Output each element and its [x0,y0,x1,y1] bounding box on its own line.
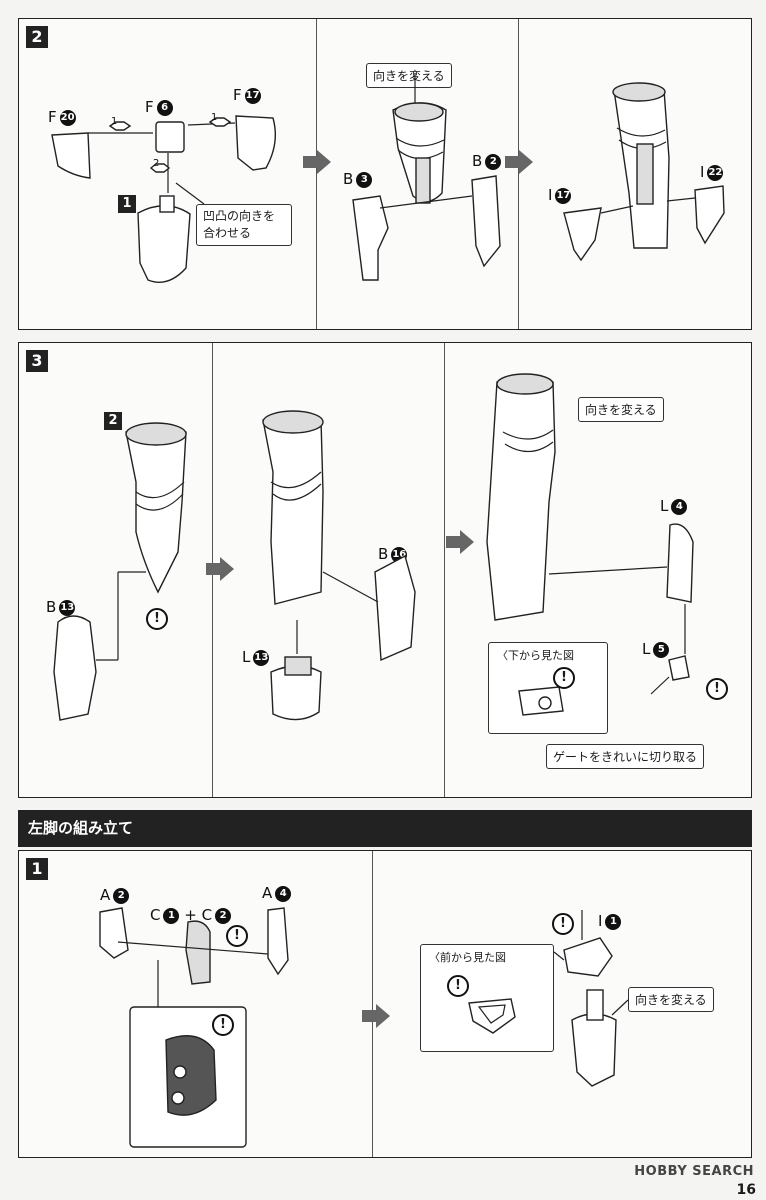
sub-step-2: 2 [104,412,122,430]
left-leg-step1-number: 1 [26,858,48,880]
step3-divider-2 [444,343,445,797]
left-leg-col1-drawing [99,907,289,1148]
note-align-bumps: 凹凸の向きを合わせる [196,204,292,246]
order-marker-1: 1 [111,116,118,127]
left-leg-col2-drawing [553,910,629,1087]
warning-icon: ! [146,608,168,630]
section-title: 左脚の組み立て [18,810,752,847]
left-leg-divider [372,851,373,1157]
watermark: HOBBY SEARCH [634,1164,754,1179]
order-marker-2: 2 [153,158,160,169]
warning-icon: ! [212,1014,234,1036]
step2-col1-drawing [51,115,276,283]
step2-col2-drawing [352,73,501,281]
sub-step-1: 1 [118,195,136,213]
page-number: 16 [736,1182,756,1198]
warning-icon: ! [553,667,575,689]
step3-col3-drawing [486,373,694,695]
warning-icon: ! [447,975,469,997]
inset-bottom-view-title: 〈下から見た図 [497,649,574,662]
inset-front-view: 〈前から見た図 ! [420,944,554,1052]
step3-col2-drawing [262,410,416,721]
step2-divider-2 [518,19,519,329]
inset-front-view-title: 〈前から見た図 [429,951,506,964]
step2-number: 2 [26,26,48,48]
warning-icon: ! [706,678,728,700]
step2-col3-drawing [563,82,725,262]
bottom-view-drawing [518,686,564,716]
warning-icon: ! [552,913,574,935]
step3-number: 3 [26,350,48,372]
note-turn-left-leg: 向きを変える [628,987,714,1012]
step2-divider-1 [316,19,317,329]
warning-icon: ! [226,925,248,947]
front-view-drawing [468,998,516,1034]
note-turn-step2a: 向きを変える [366,63,452,88]
inset-bottom-view: 〈下から見た図 ! [488,642,608,734]
step3-col1-drawing [53,422,187,721]
order-marker-1b: 1 [211,112,218,123]
note-turn-step3: 向きを変える [578,397,664,422]
note-cut-gate: ゲートをきれいに切り取る [546,744,705,769]
